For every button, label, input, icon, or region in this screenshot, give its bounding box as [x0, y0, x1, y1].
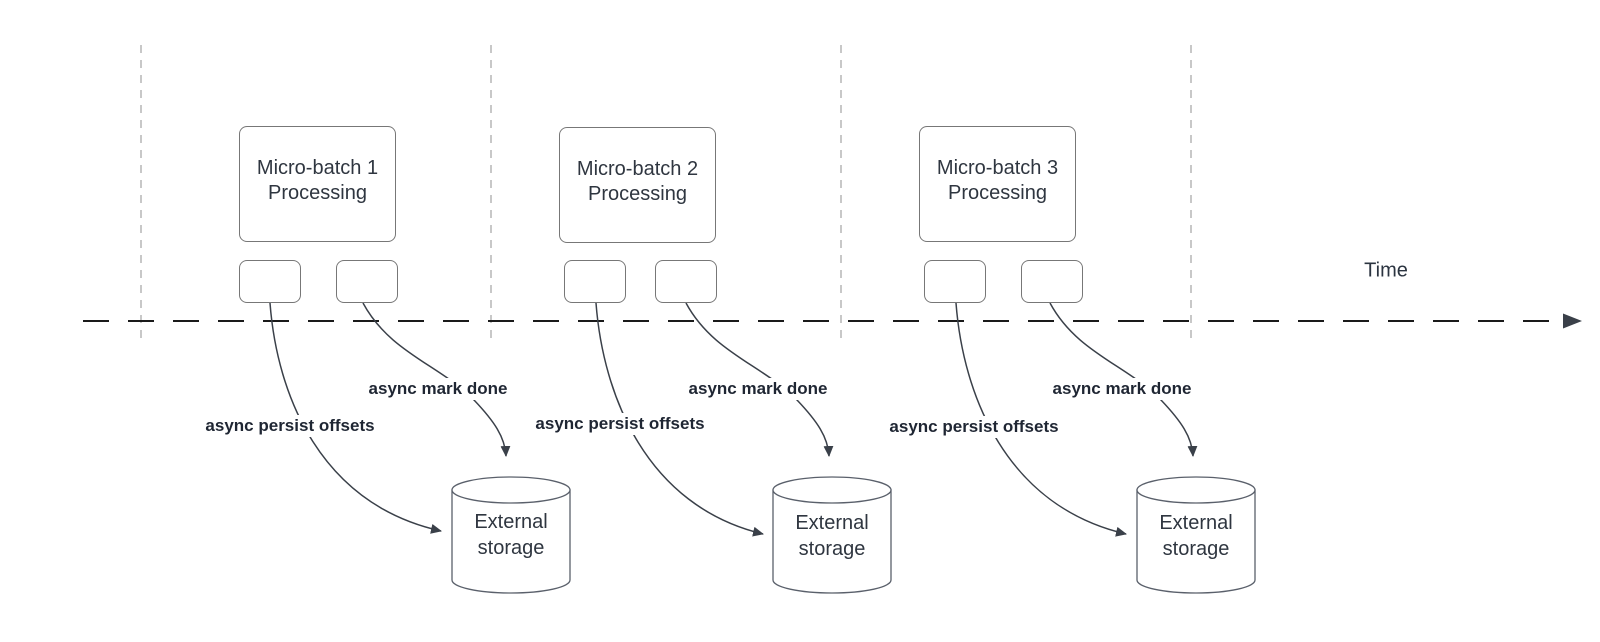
storage-cylinder-1-top: [451, 476, 571, 504]
batch-1-mark-done-label: async mark done: [364, 378, 512, 400]
phase-divider-lines: [140, 45, 1192, 342]
storage-cylinders: [451, 476, 1256, 594]
storage-cylinder-2-body: [772, 489, 892, 594]
batch-2-external-storage-label: External storage: [795, 512, 869, 560]
storage-cylinder-3-top: [1136, 476, 1256, 504]
batch-3-done-marker-box: [1021, 260, 1083, 303]
storage-cylinder-3-body: [1136, 489, 1256, 594]
batch-1-offset-marker-box: [239, 260, 301, 303]
batch-3-persist-offsets-arrow: [955, 302, 1127, 537]
batch-3-persist-offsets-label: async persist offsets: [885, 416, 1063, 438]
batch-1-external-storage-label: External storage: [474, 511, 548, 559]
micro-batch-1-processing-box: Micro-batch 1 Processing: [239, 126, 396, 242]
batch-2-done-marker-box: [655, 260, 717, 303]
storage-cylinder-2-top: [772, 476, 892, 504]
batch-1-persist-offsets-arrow: [269, 302, 442, 534]
micro-batch-3-processing-box: Micro-batch 3 Processing: [919, 126, 1076, 242]
batch-3-offset-marker-box: [924, 260, 986, 303]
batch-3-external-storage-label: External storage: [1159, 512, 1233, 560]
time-axis-arrowhead-icon: [1563, 313, 1582, 329]
time-axis: [83, 313, 1582, 329]
batch-2-mark-done-label: async mark done: [684, 378, 832, 400]
batch-2-persist-offsets-arrow: [595, 302, 764, 537]
batch-1-persist-offsets-label: async persist offsets: [201, 415, 379, 437]
batch-3-mark-done-label: async mark done: [1048, 378, 1196, 400]
storage-cylinder-1-body: [451, 489, 571, 594]
time-axis-label: Time: [1364, 259, 1408, 282]
batch-2-offset-marker-box: [564, 260, 626, 303]
micro-batch-2-processing-box: Micro-batch 2 Processing: [559, 127, 716, 243]
batch-2-persist-offsets-label: async persist offsets: [531, 413, 709, 435]
batch-1-done-marker-box: [336, 260, 398, 303]
